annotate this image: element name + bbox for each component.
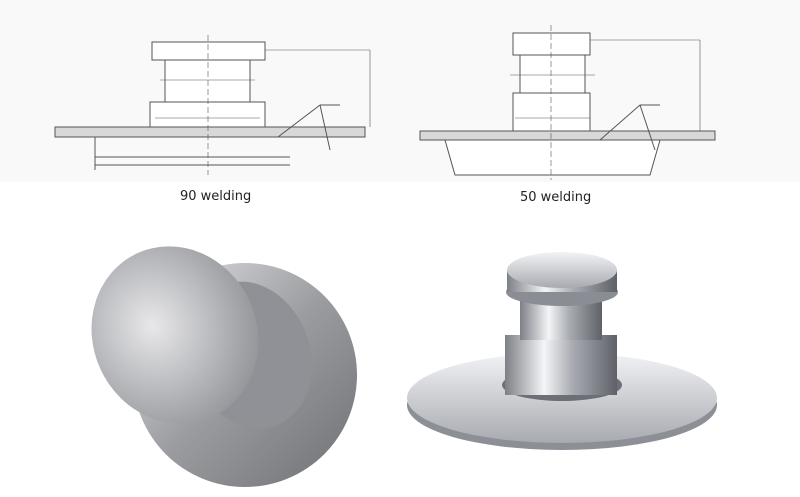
drawing-90-welding	[54, 35, 371, 175]
drawing-background	[0, 0, 800, 182]
caption-90-welding: 90 welding	[180, 189, 252, 204]
photo-50-welding-part	[407, 252, 717, 450]
photo-90-welding-part	[91, 246, 357, 487]
drawing-50-welding	[419, 25, 716, 180]
caption-50-welding: 50 welding	[520, 190, 592, 205]
